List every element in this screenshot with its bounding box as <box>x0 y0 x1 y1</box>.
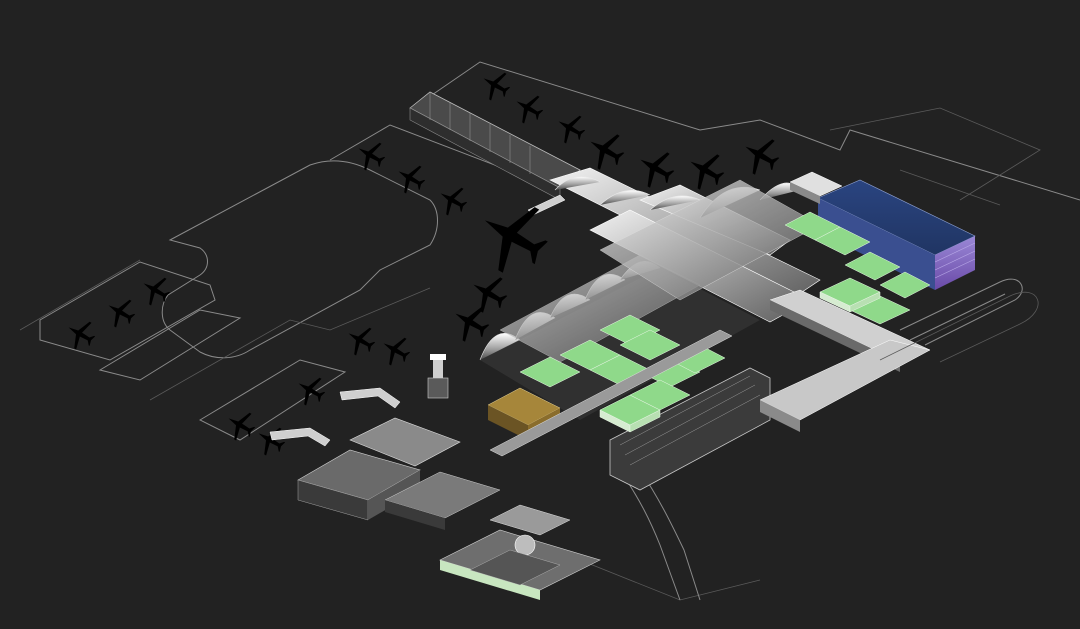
aircraft-icon <box>390 158 431 199</box>
aircraft-icon <box>463 267 514 320</box>
access-road <box>879 278 1039 363</box>
aircraft-icon <box>340 320 381 361</box>
aircraft-icon <box>630 142 681 195</box>
aircraft-icon <box>550 108 591 149</box>
aircraft-icon <box>135 270 176 311</box>
hangar-buildings <box>297 417 501 530</box>
aircraft-icon <box>100 292 141 333</box>
landside-terminal <box>609 339 931 491</box>
aircraft-icon <box>432 180 473 221</box>
control-tower-icon <box>427 354 449 399</box>
aircraft-icon <box>350 135 391 176</box>
aircraft-icon <box>375 330 416 371</box>
south-bridge <box>489 329 733 457</box>
terminal-annex <box>789 171 843 204</box>
parking-structure <box>817 179 976 290</box>
aircraft-icon <box>735 129 786 182</box>
aircraft-icon <box>250 420 291 461</box>
aircraft-icon <box>60 314 101 355</box>
north-pier <box>409 91 581 201</box>
aircraft-icon <box>290 370 331 411</box>
green-retail-blocks <box>519 211 931 433</box>
aircraft-icon <box>445 296 496 349</box>
admin-building <box>439 504 601 600</box>
aircraft-icon <box>508 88 549 129</box>
